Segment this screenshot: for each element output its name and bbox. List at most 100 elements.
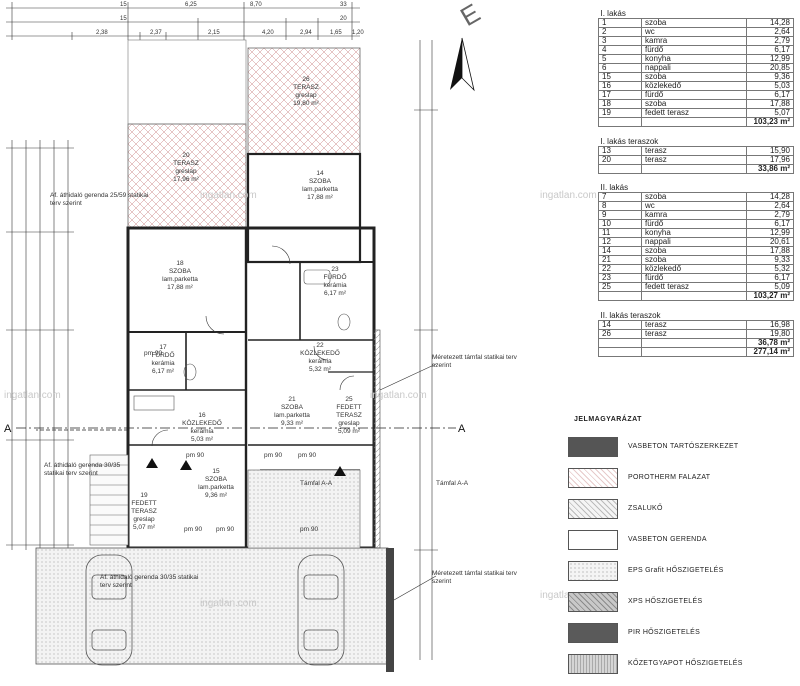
room-number-cell: 20 [598,155,642,165]
top-dim-label: 1,20 [352,30,364,36]
door-swings [151,245,355,447]
north-arrow-icon [450,37,475,92]
legend-item: XPS HŐSZIGETELÉS [568,586,798,617]
bathroom-fixtures [133,269,351,411]
table-grand-total: 277,14 m² [746,347,794,357]
watermark: ingatlan.com [370,390,427,401]
legend-item: VASBETON GERENDA [568,524,798,555]
legend-item: ZSALUKŐ [568,493,798,524]
note-static-wall: Méretezett támfal statikai terv szerint [432,354,517,369]
top-dim-label: 2,38 [96,30,108,36]
top-dim-label: 15 [120,2,127,8]
room-name-cell: terasz [641,155,747,165]
swatch-porotherm [568,467,618,488]
swatch-rockwool [568,653,618,674]
room-name-cell: fedett terasz [641,282,747,292]
room-number-cell: 26 [598,329,642,339]
retaining-wall [386,548,394,672]
upper-left-block [127,39,247,125]
swatch-reinforced-concrete [568,436,618,457]
top-dim-label: 1,65 [330,30,342,36]
pm-label: pm 90 [264,452,283,459]
section-label-right: A [458,423,466,435]
note-beam: Af. áthidaló gerenda 30/35 statikai terv… [44,462,121,477]
swatch-xps [568,591,618,612]
legend-item: VASBETON TARTÓSZERKEZET [568,431,798,462]
stairs [89,454,129,546]
section-marker-icon [146,458,346,476]
swatch-concrete-beam [568,529,618,550]
room-name-cell: szoba [641,192,747,202]
left-dimension-lines [6,140,74,550]
legend-item: EPS Grafit HŐSZIGETELÉS [568,555,798,586]
watermark: ingatlan.com [200,190,257,201]
top-dimension-lines [6,2,360,40]
car-icon [297,554,345,666]
room-number-cell: 25 [598,282,642,292]
legend-item: PIR HŐSZIGETELÉS [568,617,798,648]
note-section: Támfal A-A [300,480,333,487]
top-dim-label: 2,37 [150,30,162,36]
table-total: 103,23 m² [746,117,794,127]
legend-title: JELMAGYARÁZAT [574,416,642,423]
note-beam: Af. áthidaló gerenda 25/59 statikai terv… [50,192,149,207]
paving-area [247,469,361,549]
table-title: II. lakás [600,183,629,192]
top-dim-label: 8,70 [250,2,262,8]
top-dim-label: 33 [340,2,347,8]
compass-letter: E [455,0,485,32]
swatch-formwork-block [568,498,618,519]
retaining-wall [373,329,381,549]
note-beam: Af. áthidaló gerenda 30/35 statikai terv… [100,574,199,589]
watermark: ingatlan.com [540,190,597,201]
top-dim-label: 20 [340,16,347,22]
room-name-cell: szoba [641,18,747,28]
table-title: II. lakás teraszok [600,311,661,320]
swatch-pir [568,622,618,643]
paving-area [35,547,389,665]
note-static-wall: Méretezett támfal statikai terv szerint [432,570,517,585]
top-dim-label: 2,94 [300,30,312,36]
pm-label: pm 90 [186,452,205,459]
top-dim-label: 4,20 [262,30,274,36]
terrace-26 [247,47,361,155]
swatch-eps [568,560,618,581]
table-title: I. lakás teraszok [600,137,659,146]
note-section: Támfal A-A [436,480,469,487]
legend: JELMAGYARÁZAT VASBETON TARTÓSZERKEZET PO… [568,416,798,679]
table-total: 33,86 m² [746,164,794,174]
top-dim-label: 15 [120,16,127,22]
